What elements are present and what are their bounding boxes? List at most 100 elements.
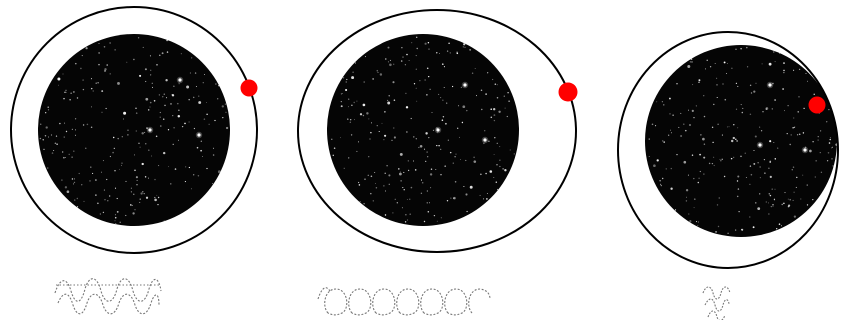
star: [87, 124, 89, 126]
star: [717, 124, 718, 125]
star: [691, 58, 693, 60]
star: [334, 147, 336, 149]
star: [389, 64, 392, 67]
star: [185, 181, 186, 182]
star: [462, 122, 463, 123]
star: [103, 160, 104, 161]
star: [416, 55, 417, 56]
star: [136, 131, 137, 132]
star: [820, 130, 821, 131]
star: [170, 183, 171, 184]
star: [760, 177, 761, 178]
star: [494, 154, 495, 155]
star: [421, 193, 422, 194]
star: [514, 153, 515, 154]
star: [775, 61, 776, 62]
loop-trace: [55, 279, 161, 314]
star: [350, 119, 351, 120]
star: [104, 70, 105, 71]
star: [222, 105, 224, 107]
star: [115, 223, 116, 224]
star: [704, 116, 706, 118]
star: [125, 181, 126, 182]
star: [461, 87, 462, 88]
star: [368, 118, 369, 119]
star: [341, 93, 342, 94]
star: [409, 213, 411, 215]
bright-star: [803, 148, 806, 151]
star: [370, 132, 372, 134]
star: [812, 141, 813, 142]
star: [80, 68, 82, 70]
star: [135, 107, 137, 109]
star: [696, 221, 697, 222]
star: [145, 143, 146, 144]
star: [692, 84, 693, 85]
star: [783, 203, 784, 204]
star: [770, 176, 772, 178]
star: [473, 157, 475, 159]
star: [103, 212, 104, 213]
star: [716, 84, 717, 85]
star: [762, 111, 763, 112]
star: [733, 124, 734, 125]
star: [497, 143, 498, 144]
star: [348, 157, 349, 158]
star: [75, 129, 76, 130]
star: [154, 100, 156, 102]
star: [385, 191, 386, 192]
star: [132, 212, 134, 214]
star: [820, 152, 821, 153]
star: [356, 101, 357, 102]
star: [714, 165, 715, 166]
star: [688, 110, 689, 111]
star: [96, 83, 97, 84]
star: [389, 95, 390, 96]
star: [56, 135, 57, 136]
star: [766, 201, 767, 202]
star: [145, 176, 146, 177]
star: [340, 137, 341, 138]
star: [685, 130, 687, 132]
star: [670, 188, 672, 190]
star: [182, 126, 183, 127]
star: [452, 86, 453, 87]
star: [226, 112, 227, 113]
star: [656, 101, 657, 102]
star: [391, 140, 392, 141]
star: [459, 137, 460, 138]
star: [490, 170, 493, 173]
star: [733, 137, 735, 139]
star: [792, 127, 794, 129]
star: [344, 168, 345, 169]
star: [753, 163, 755, 165]
star: [826, 121, 827, 122]
star: [746, 47, 748, 49]
star: [150, 70, 151, 71]
star: [783, 72, 784, 73]
star: [416, 88, 417, 89]
star: [712, 142, 713, 143]
star: [692, 154, 693, 155]
star: [411, 118, 412, 119]
star: [676, 83, 677, 84]
star: [493, 108, 495, 110]
star: [112, 152, 114, 154]
star: [796, 177, 797, 178]
star: [828, 152, 830, 154]
star: [759, 127, 760, 128]
star: [83, 124, 84, 125]
star: [93, 90, 94, 91]
star: [58, 85, 59, 86]
star: [662, 101, 663, 102]
star: [139, 202, 140, 203]
star: [65, 157, 66, 158]
star: [110, 156, 111, 157]
star: [481, 89, 483, 91]
star: [395, 199, 396, 200]
star: [699, 154, 701, 156]
star: [427, 202, 429, 204]
star: [400, 171, 401, 172]
star: [385, 58, 386, 59]
star: [766, 107, 769, 110]
